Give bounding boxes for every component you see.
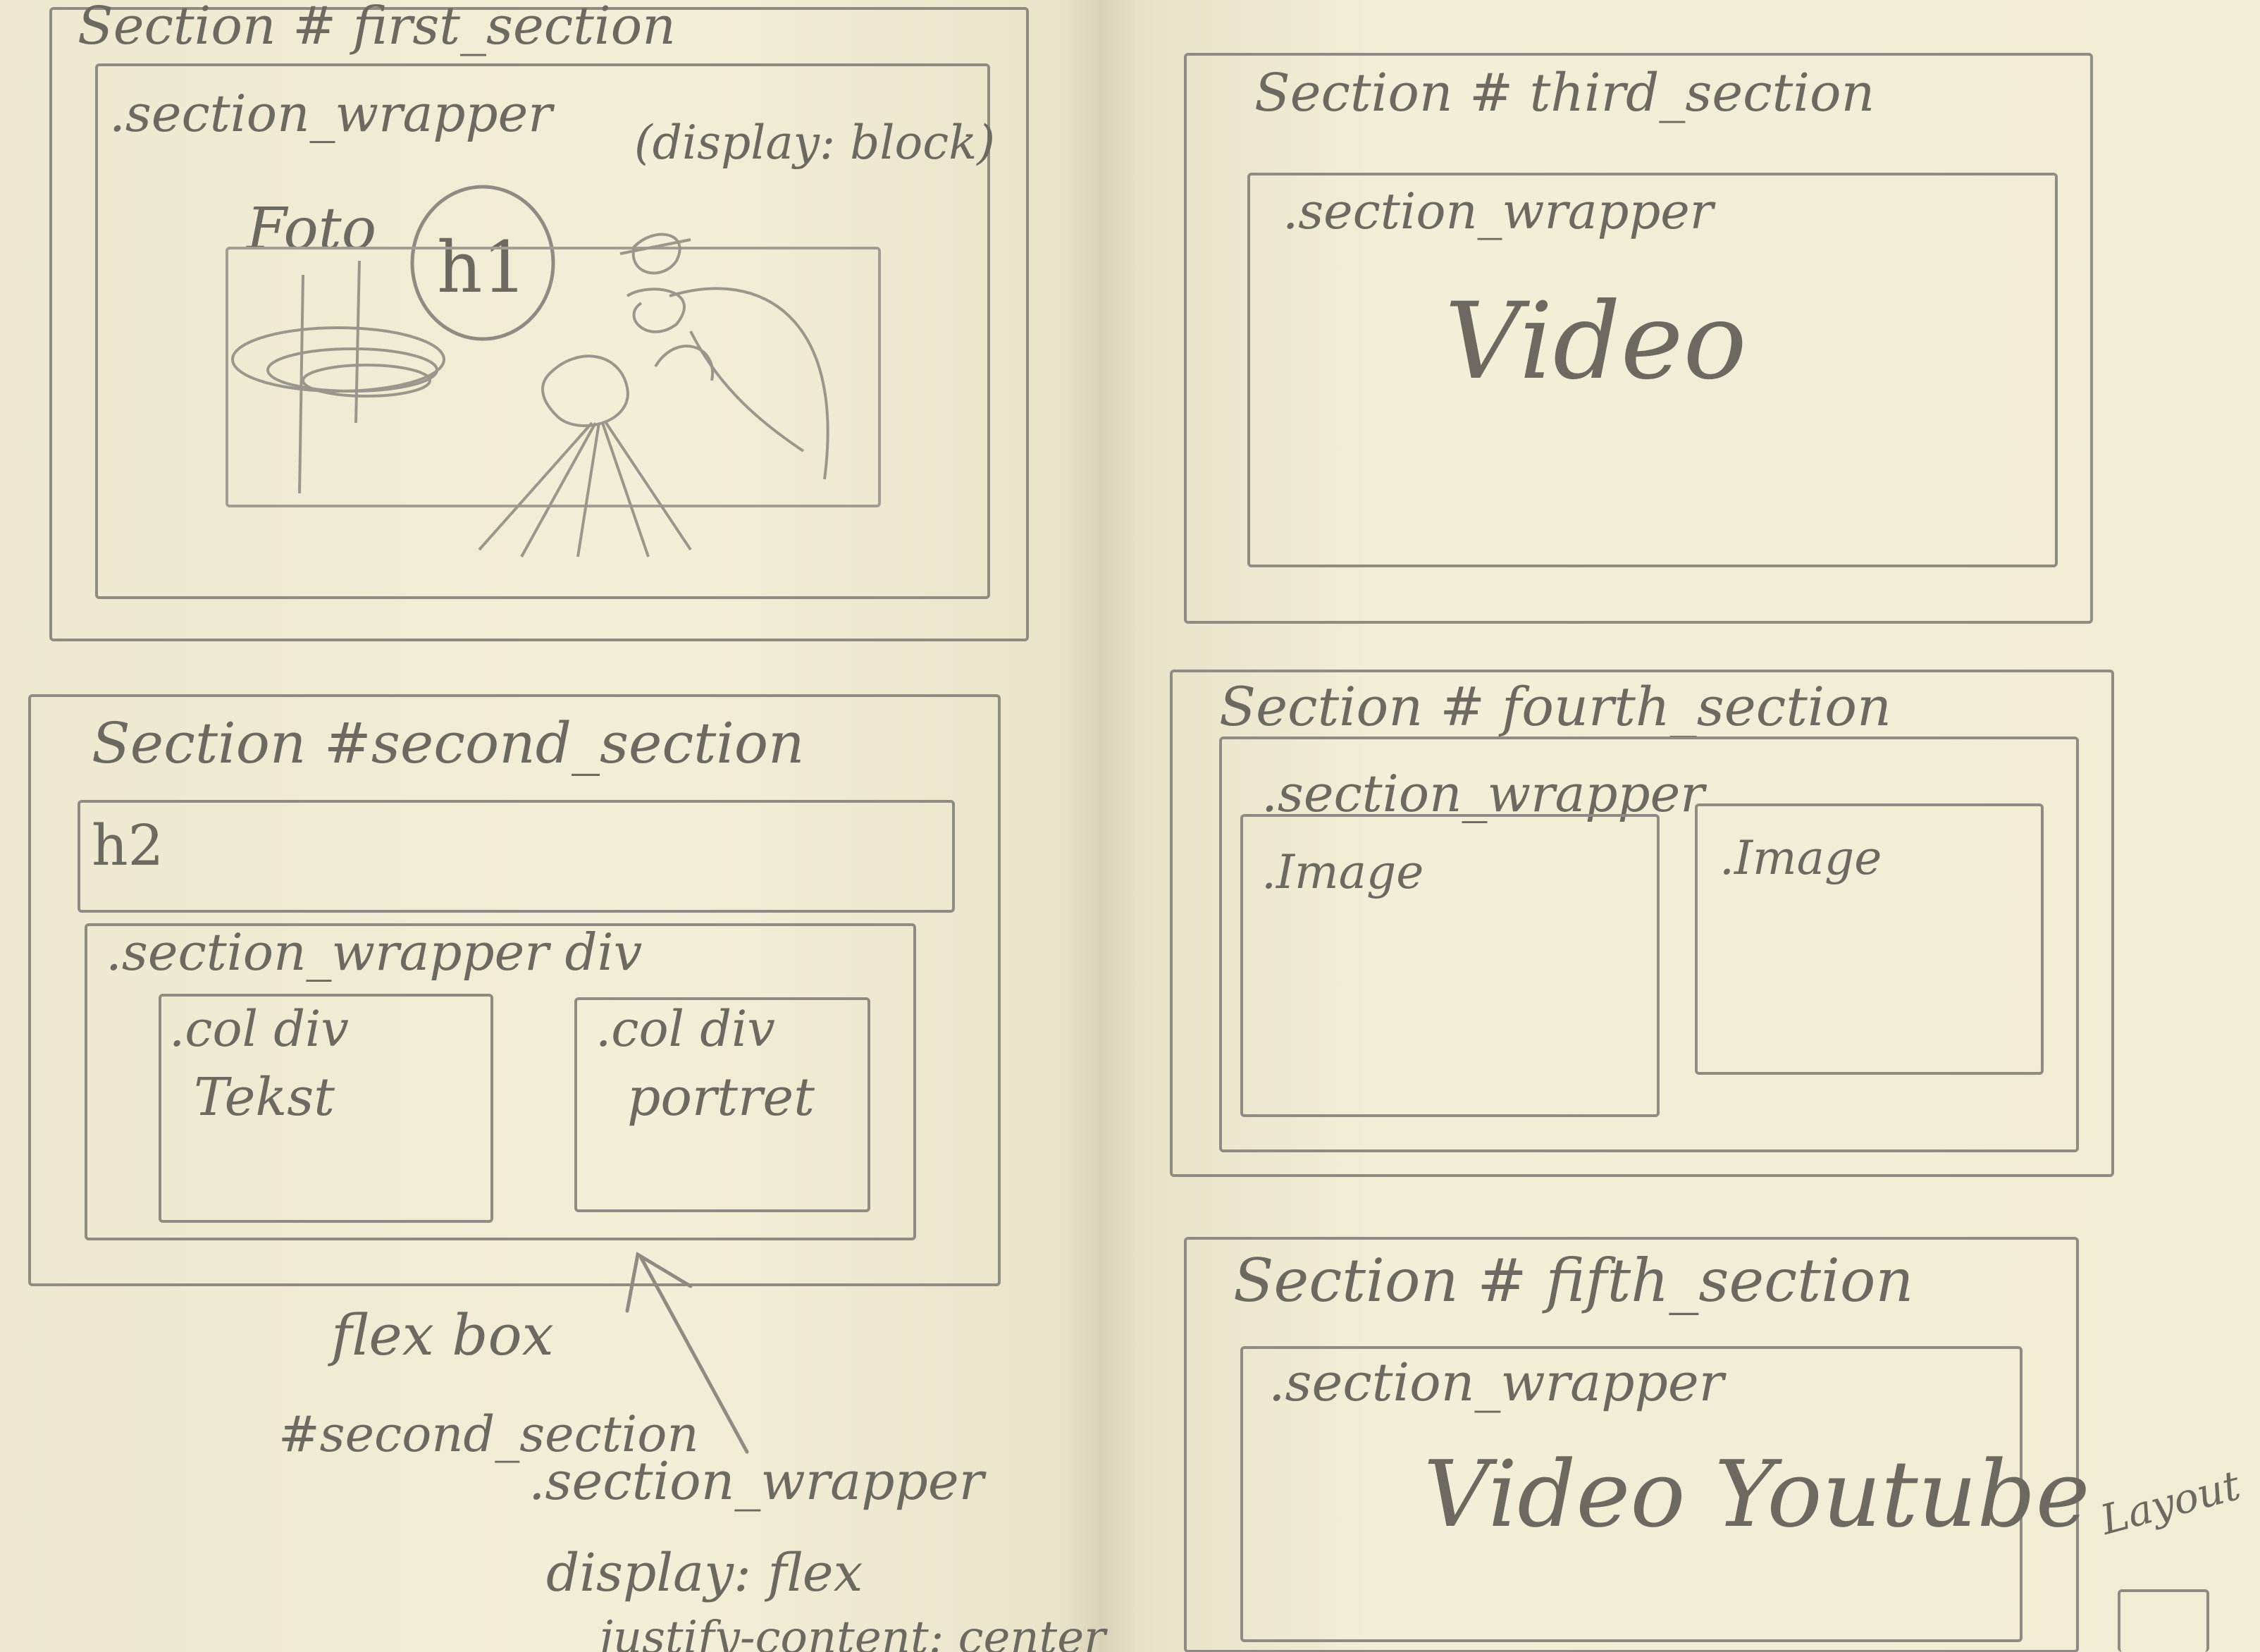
layout-corner-box <box>2118 1589 2209 1652</box>
h1-label: h1 <box>437 226 528 309</box>
justify-content-note: justify-content: center <box>599 1612 1106 1652</box>
h1-circle-shape <box>410 185 555 341</box>
flexbox-note: flex box <box>331 1302 554 1368</box>
fourth-section-box <box>1170 670 2114 1177</box>
col-portret-box <box>574 997 870 1212</box>
fourth-section-wrapper-box <box>1219 736 2079 1152</box>
col-portret-div-label: .col div <box>595 1000 775 1058</box>
image-box-1 <box>1240 814 1660 1117</box>
second-section-title: Section #second_section <box>92 710 805 776</box>
fifth-section-wrapper-box <box>1240 1346 2023 1642</box>
video-youtube-content-label: Video Youtube <box>1424 1441 2090 1548</box>
fourth-section-title: Section # fourth_section <box>1219 675 1891 738</box>
image-label-2: .Image <box>1719 831 1882 885</box>
h2-box <box>78 800 955 913</box>
second-section-selector-note: #second_section <box>278 1405 699 1463</box>
first-section-wrapper-label: .section_wrapper <box>109 84 552 143</box>
video-content-label: Video <box>1445 281 1747 403</box>
display-block-note: (display: block) <box>634 116 995 170</box>
fourth-section-wrapper-label: .section_wrapper <box>1261 764 1705 823</box>
h2-label: h2 <box>92 813 164 878</box>
first-section-box <box>49 7 1029 641</box>
fifth-section-wrapper-label: .section_wrapper <box>1268 1352 1724 1413</box>
third-section-box <box>1184 53 2093 624</box>
col-tekst-content: Tekst <box>194 1067 335 1128</box>
col-tekst-div-label: .col div <box>169 1000 349 1058</box>
first-section-title: Section # first_section <box>78 0 676 56</box>
fifth-section-title: Section # fifth_section <box>1233 1246 1914 1315</box>
second-section-box <box>28 694 1001 1286</box>
image-box-2 <box>1695 803 2044 1075</box>
arrow-up-icon <box>625 1252 749 1454</box>
display-flex-note: display: flex <box>546 1543 863 1603</box>
second-section-wrapper-box <box>85 923 916 1240</box>
first-section-wrapper-box <box>95 63 990 599</box>
foto-sketch-drawing <box>231 233 829 557</box>
right-notebook-page <box>1099 0 2260 1652</box>
image-label-1: .Image <box>1261 845 1424 899</box>
col-tekst-box <box>159 994 493 1223</box>
section-wrapper-note: .section_wrapper <box>529 1451 984 1512</box>
third-section-title: Section # third_section <box>1254 63 1875 123</box>
third-section-wrapper-box <box>1247 173 2058 567</box>
foto-frame <box>226 247 881 507</box>
notebook-gutter <box>1057 0 1142 1652</box>
col-portret-content: portret <box>627 1067 815 1128</box>
left-notebook-page <box>0 0 1099 1652</box>
third-section-wrapper-label: .section_wrapper <box>1283 183 1714 240</box>
fifth-section-box <box>1184 1237 2079 1652</box>
second-section-wrapper-label: .section_wrapper div <box>106 923 643 982</box>
